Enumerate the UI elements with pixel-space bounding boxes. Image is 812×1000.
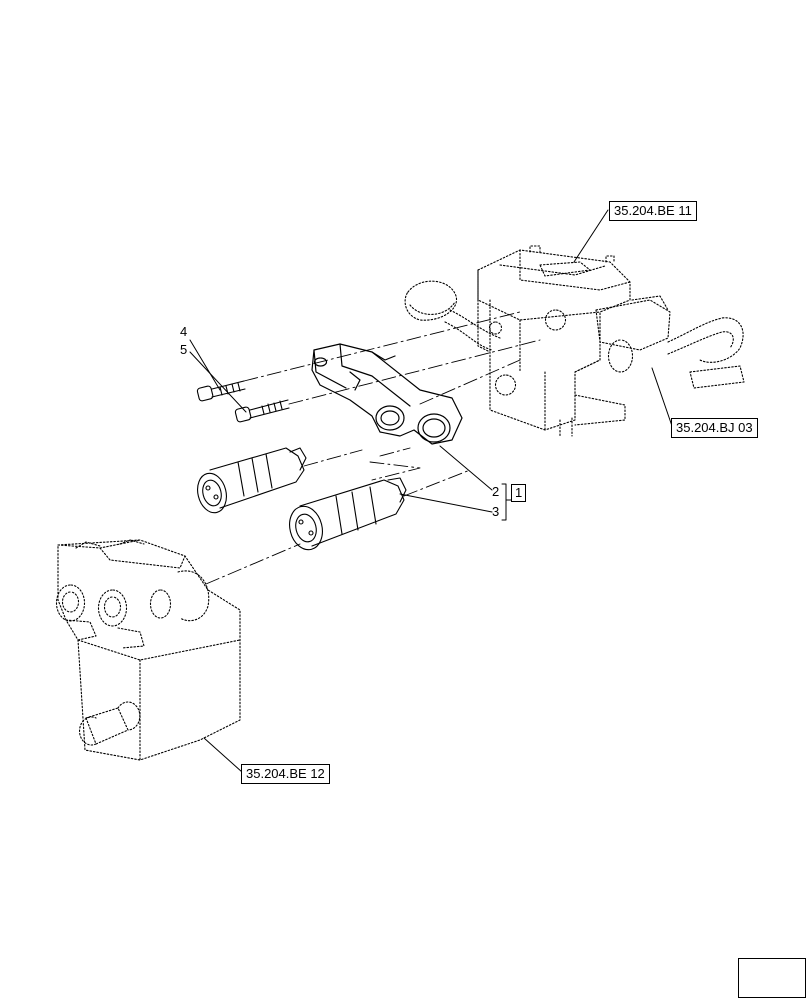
reference-box-right[interactable]: 35.204.BJ 03 — [671, 418, 758, 438]
callout-item-5: 5 — [180, 342, 188, 357]
callout-item-4: 4 — [180, 324, 188, 339]
assembly-centerlines — [205, 311, 541, 585]
coupler-3 — [289, 477, 407, 551]
reference-box-top[interactable]: 35.204.BE 11 — [609, 201, 697, 221]
lower-block-outline — [55, 539, 241, 761]
reference-box-bottom[interactable]: 35.204.BE 12 — [241, 764, 330, 784]
leader-lines — [189, 209, 673, 773]
next-page-button[interactable] — [738, 958, 806, 998]
valve-assembly-outline — [404, 245, 745, 437]
coupler-2 — [197, 447, 307, 514]
bolt-4 — [196, 380, 246, 402]
bolt-5 — [234, 399, 290, 423]
callout-item-3: 3 — [492, 504, 500, 519]
connector-bracket — [311, 343, 463, 445]
callout-item-2: 2 — [492, 484, 500, 499]
kit-number-box: 1 — [511, 484, 527, 502]
